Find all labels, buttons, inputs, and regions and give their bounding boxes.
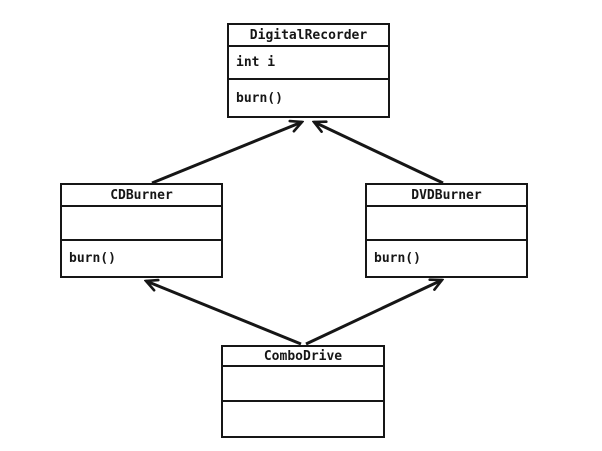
class-attributes-dvdburner: [367, 205, 526, 239]
class-attributes-digitalrecorder: int i: [229, 45, 388, 78]
class-box-digitalrecorder: DigitalRecorder int i burn(): [227, 23, 390, 118]
class-methods-dvdburner: burn(): [367, 239, 526, 276]
arrow-combodrive-to-dvdburner: [305, 280, 442, 346]
method-label: burn(): [236, 90, 283, 106]
arrow-cdburner-to-digitalrecorder: [151, 122, 302, 185]
class-box-dvdburner: DVDBurner burn(): [365, 183, 528, 278]
class-methods-digitalrecorder: burn(): [229, 78, 388, 116]
class-box-cdburner: CDBurner burn(): [60, 183, 223, 278]
class-name-cdburner: CDBurner: [110, 187, 173, 203]
class-attributes-combodrive: [223, 365, 383, 400]
class-name-digitalrecorder: DigitalRecorder: [249, 27, 368, 43]
arrow-dvdburner-to-digitalrecorder: [314, 122, 444, 185]
class-name-combodrive: ComboDrive: [263, 348, 343, 364]
class-methods-combodrive: [223, 400, 383, 436]
method-label: burn(): [374, 251, 421, 266]
method-label: burn(): [69, 251, 116, 266]
class-attributes-cdburner: [62, 205, 221, 239]
arrow-combodrive-to-cdburner: [146, 281, 302, 346]
class-box-combodrive: ComboDrive: [221, 345, 385, 438]
class-name-dvdburner: DVDBurner: [411, 187, 482, 203]
class-methods-cdburner: burn(): [62, 239, 221, 276]
attribute-label: int i: [236, 55, 276, 70]
